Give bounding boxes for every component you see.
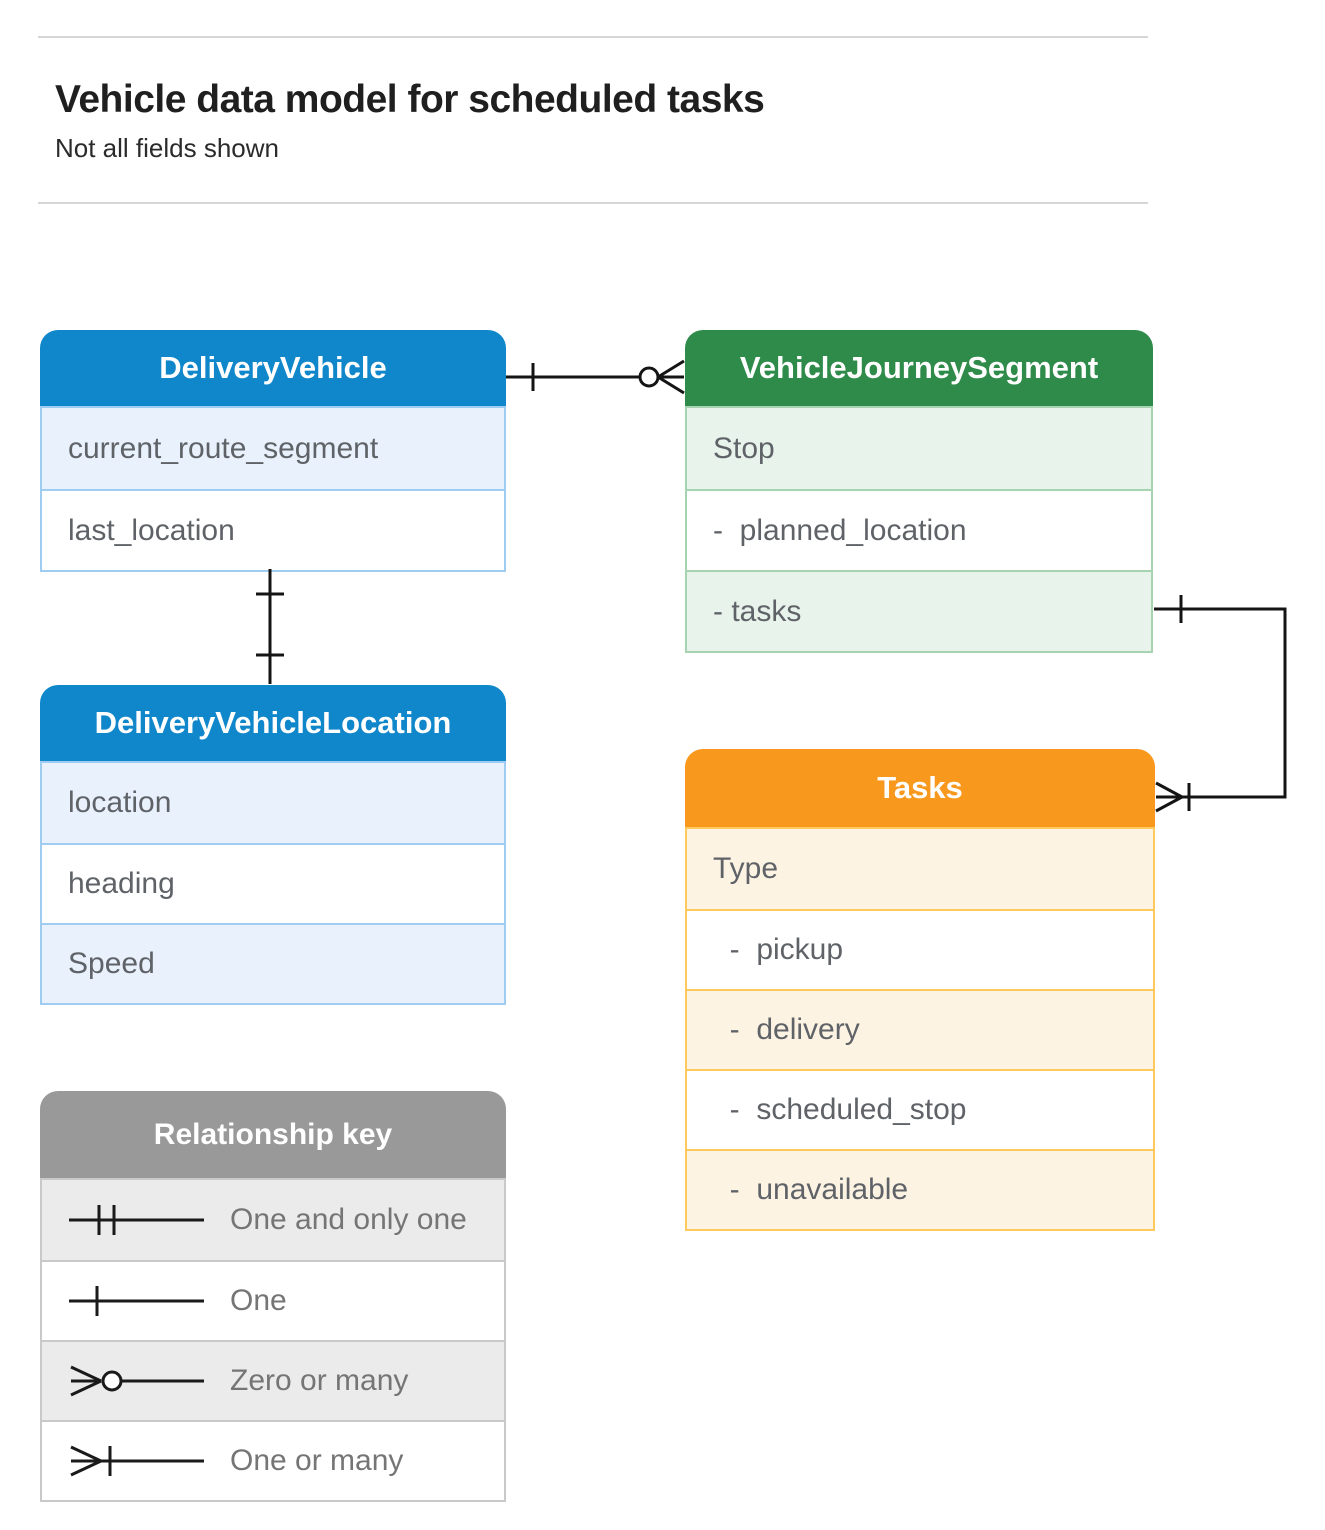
- entity-delivery-vehicle-location-title: DeliveryVehicleLocation: [40, 685, 506, 761]
- top-divider: [38, 36, 1148, 38]
- row-current-route-segment: current_route_segment: [42, 408, 504, 489]
- entity-delivery-vehicle-location-rows: location heading Speed: [40, 761, 506, 1005]
- entity-vehicle-journey-segment-rows: Stop - planned_location - tasks: [685, 406, 1153, 653]
- legend-item-one: One: [42, 1260, 504, 1340]
- legend-label: One: [230, 1284, 287, 1317]
- relationship-key-title: Relationship key: [40, 1091, 506, 1178]
- row-scheduled-stop: - scheduled_stop: [687, 1069, 1153, 1149]
- row-unavailable: - unavailable: [687, 1149, 1153, 1229]
- row-delivery: - delivery: [687, 989, 1153, 1069]
- relationship-key: Relationship key One and only one One: [40, 1091, 506, 1502]
- row-pickup: - pickup: [687, 909, 1153, 989]
- legend-label: One or many: [230, 1444, 404, 1477]
- one-and-only-one-icon: [69, 1205, 204, 1235]
- one-or-many-icon: [70, 1445, 204, 1477]
- entity-tasks-rows: Type - pickup - delivery - scheduled_sto…: [685, 827, 1155, 1231]
- row-tasks: - tasks: [687, 570, 1151, 651]
- connector-vehiclejourneysegment-tasks: [1154, 595, 1287, 813]
- row-stop: Stop: [687, 408, 1151, 489]
- entity-vehicle-journey-segment-title: VehicleJourneySegment: [685, 330, 1153, 406]
- page-subtitle: Not all fields shown: [55, 133, 279, 163]
- row-planned-location: - planned_location: [687, 489, 1151, 570]
- connector-deliveryvehicle-deliveryvehiclelocation: [256, 569, 284, 684]
- row-last-location: last_location: [42, 489, 504, 570]
- entity-tasks: Tasks Type - pickup - delivery - schedul…: [685, 749, 1155, 1231]
- row-type: Type: [687, 829, 1153, 909]
- relationship-key-rows: One and only one One Zero or many: [40, 1178, 506, 1502]
- row-location: location: [42, 763, 504, 843]
- legend-item-one-and-only-one: One and only one: [42, 1180, 504, 1260]
- legend-label: One and only one: [230, 1203, 467, 1236]
- header-divider: [38, 202, 1148, 204]
- entity-delivery-vehicle: DeliveryVehicle current_route_segment la…: [40, 330, 506, 572]
- page-title: Vehicle data model for scheduled tasks: [55, 78, 765, 121]
- one-icon: [69, 1286, 204, 1316]
- row-heading: heading: [42, 843, 504, 923]
- entity-delivery-vehicle-title: DeliveryVehicle: [40, 330, 506, 406]
- legend-label: Zero or many: [230, 1364, 409, 1397]
- legend-item-one-or-many: One or many: [42, 1420, 504, 1500]
- connector-deliveryvehicle-vehiclejourneysegment: [506, 359, 685, 395]
- entity-delivery-vehicle-location: DeliveryVehicleLocation location heading…: [40, 685, 506, 1005]
- legend-item-zero-or-many: Zero or many: [42, 1340, 504, 1420]
- entity-tasks-title: Tasks: [685, 749, 1155, 827]
- row-speed: Speed: [42, 923, 504, 1003]
- entity-delivery-vehicle-rows: current_route_segment last_location: [40, 406, 506, 572]
- zero-or-many-icon: [70, 1365, 204, 1397]
- entity-vehicle-journey-segment: VehicleJourneySegment Stop - planned_loc…: [685, 330, 1153, 653]
